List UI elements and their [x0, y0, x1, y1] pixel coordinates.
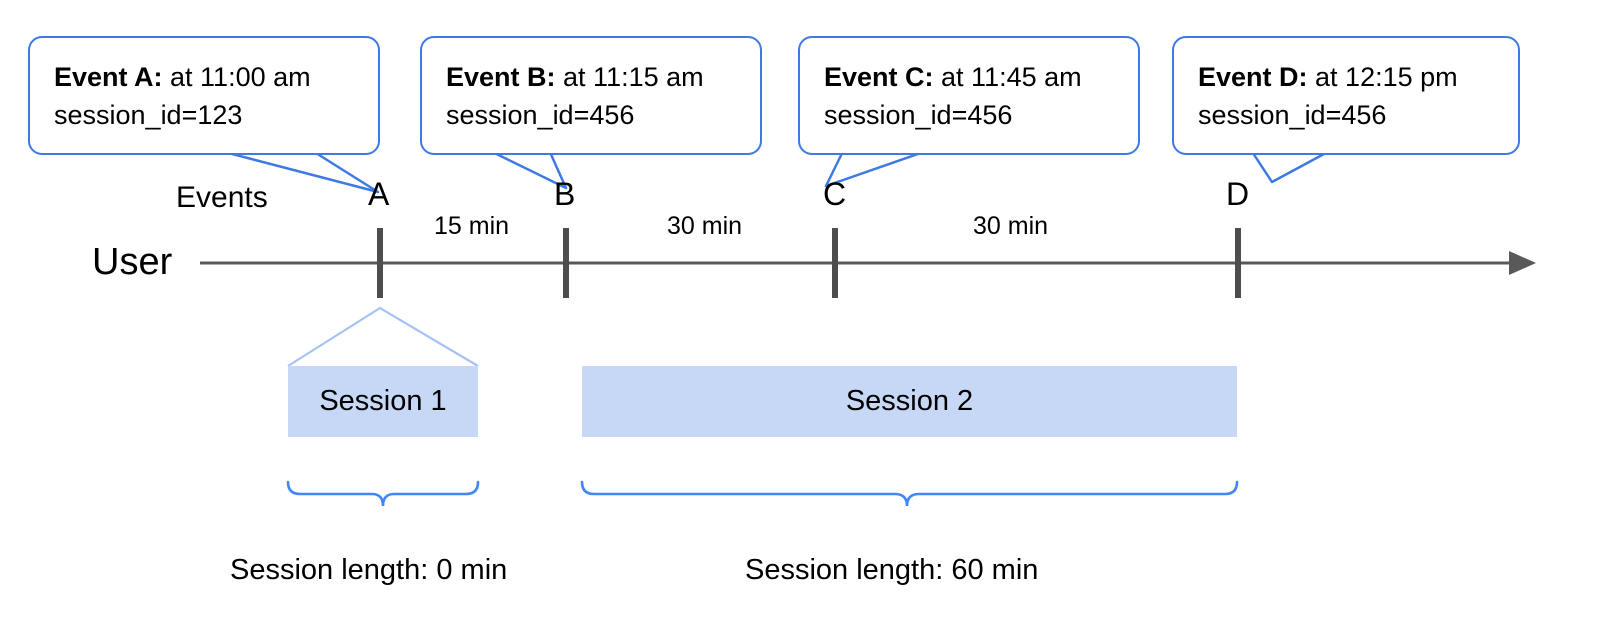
callout-event-a: Event A: at 11:00 am session_id=123 [28, 36, 380, 155]
callout-c-line2: session_id=456 [824, 100, 1013, 131]
callout-event-c: Event C: at 11:45 am session_id=456 [798, 36, 1140, 155]
session-1-label: Session 1 [319, 385, 447, 417]
session-2-label: Session 2 [845, 385, 974, 417]
callout-b-rest: at 11:15 am [555, 62, 704, 92]
session-1-leader-lines [287, 306, 479, 367]
tick-label-d: D [1226, 176, 1250, 212]
tick-label-b: B [554, 176, 576, 212]
callout-d-line1: Event D: at 12:15 pm [1198, 58, 1496, 96]
callout-b-line2: session_id=456 [446, 100, 635, 131]
session-1-length-label: Session length: 0 min [230, 554, 508, 586]
callout-a-bold: Event A: [54, 62, 163, 92]
callout-d-line2: session_id=456 [1198, 100, 1387, 131]
callout-a-rest: at 11:00 am [162, 62, 311, 92]
callout-c-bold: Event C: [824, 62, 934, 92]
interval-label-bc: 30 min [667, 212, 743, 240]
callout-c-line1: Event C: at 11:45 am [824, 58, 1116, 96]
callout-a-line1: Event A: at 11:00 am [54, 58, 356, 96]
callout-b-bold: Event B: [446, 62, 556, 92]
callout-d-rest: at 12:15 pm [1307, 62, 1458, 92]
tick-label-c: C [823, 176, 847, 212]
tick-label-a: A [368, 176, 390, 212]
callout-a-line2: session_id=123 [54, 100, 243, 131]
session-2-bar: Session 2 [582, 366, 1237, 437]
callout-a-tail [189, 141, 380, 194]
user-axis-label: User [92, 241, 173, 283]
callout-event-d: Event D: at 12:15 pm session_id=456 [1172, 36, 1520, 155]
session-2-length-label: Session length: 60 min [745, 554, 1039, 586]
callout-b-line1: Event B: at 11:15 am [446, 58, 738, 96]
callout-c-rest: at 11:45 am [933, 62, 1082, 92]
session-2-brace [580, 480, 1239, 507]
session-1-brace [286, 480, 480, 507]
interval-label-cd: 30 min [973, 212, 1049, 240]
interval-label-ab: 15 min [434, 212, 510, 240]
session-1-bar: Session 1 [288, 366, 478, 437]
events-row-label: Events [176, 181, 268, 214]
callout-event-b: Event B: at 11:15 am session_id=456 [420, 36, 762, 155]
callout-d-bold: Event D: [1198, 62, 1308, 92]
